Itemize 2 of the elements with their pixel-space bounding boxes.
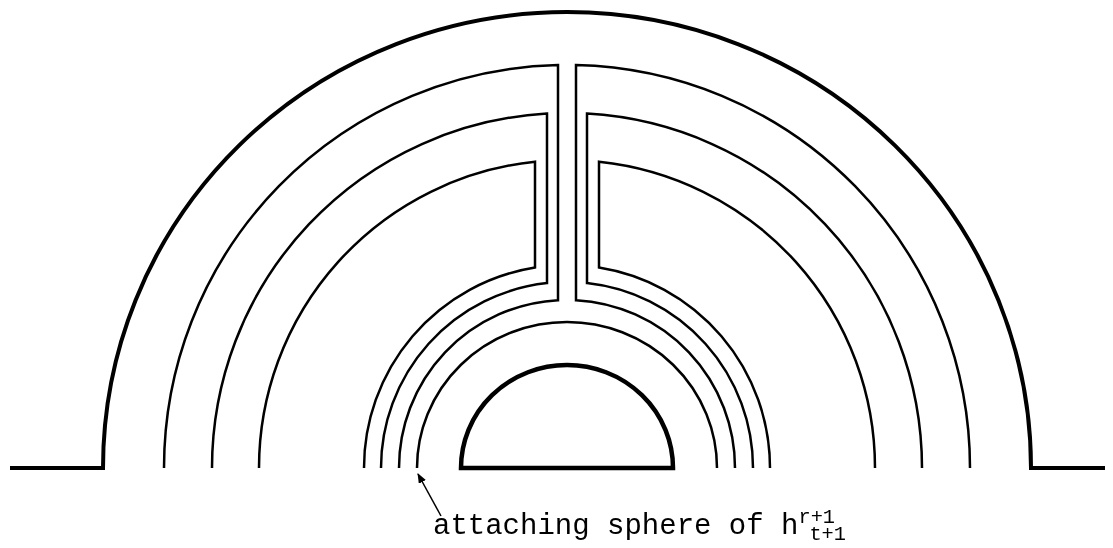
leader-line — [417, 473, 442, 517]
attaching-sphere-arc — [415, 321, 719, 469]
